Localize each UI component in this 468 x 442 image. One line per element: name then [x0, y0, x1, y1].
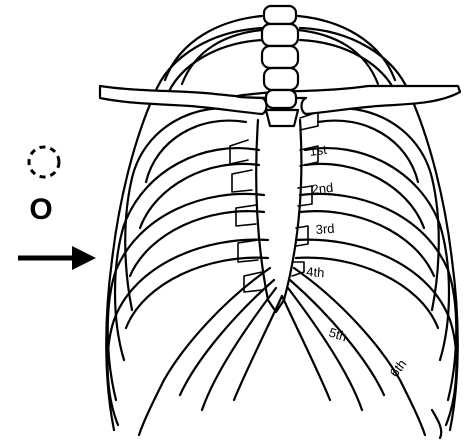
rib-label-5th: 5th — [327, 325, 349, 345]
rib-label-1st: 1st — [308, 142, 328, 159]
marker-letter: O — [29, 193, 52, 226]
rib-label-2nd: 2nd — [311, 180, 334, 197]
solid-o-marker: O — [29, 193, 52, 226]
arrow-icon — [18, 246, 96, 270]
dashed-circle-marker — [29, 147, 59, 177]
rib-label-4th: 4th — [306, 264, 325, 280]
left-clavicle — [100, 86, 267, 114]
rib-label-6th: 6th — [387, 356, 410, 379]
rib-label-3rd: 3rd — [315, 221, 335, 237]
